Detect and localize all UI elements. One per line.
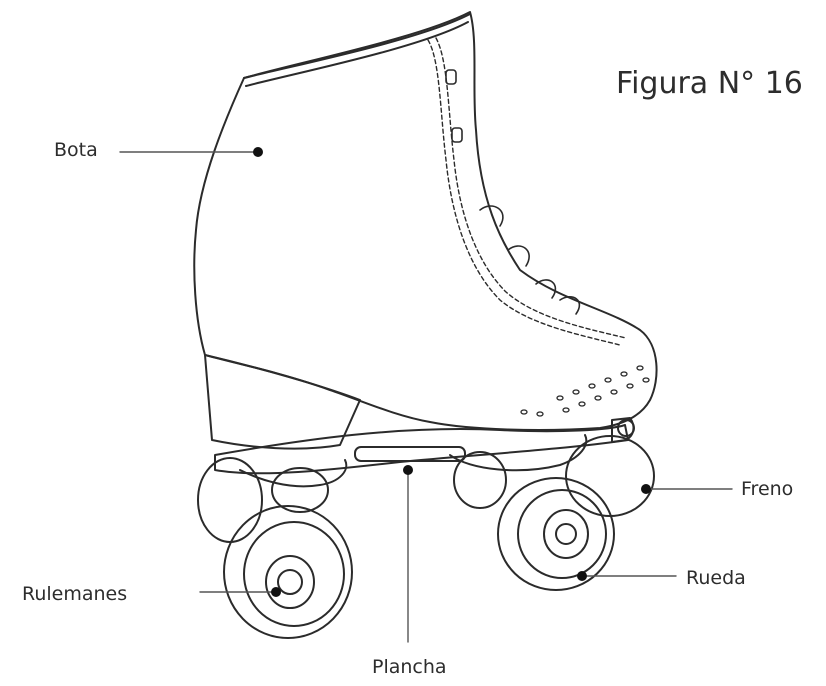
stitch-line-2 <box>436 38 626 338</box>
dot-plancha <box>403 465 413 475</box>
stitch-line <box>428 40 620 345</box>
callout-dots <box>253 147 651 597</box>
label-rueda: Rueda <box>686 567 746 589</box>
label-bota: Bota <box>54 139 98 161</box>
front-back-wheel <box>566 436 654 516</box>
front-wheel <box>498 478 614 590</box>
label-plancha: Plancha <box>372 656 447 678</box>
boot-collar <box>244 14 470 86</box>
figure-caption: Figura N° 16 <box>616 66 803 101</box>
rear-wheel <box>224 506 352 638</box>
dot-freno <box>641 484 651 494</box>
dot-rulemanes <box>271 587 281 597</box>
toe-perforations <box>521 366 649 416</box>
dot-bota <box>253 147 263 157</box>
plate-slot <box>355 447 465 461</box>
dot-rueda <box>577 571 587 581</box>
label-rulemanes: Rulemanes <box>22 583 127 605</box>
boot-outline <box>194 12 656 430</box>
leader-lines <box>120 152 732 642</box>
heel <box>205 355 360 449</box>
rear-back-wheel <box>198 458 262 542</box>
eyelets <box>446 70 579 314</box>
label-freno: Freno <box>741 478 793 500</box>
